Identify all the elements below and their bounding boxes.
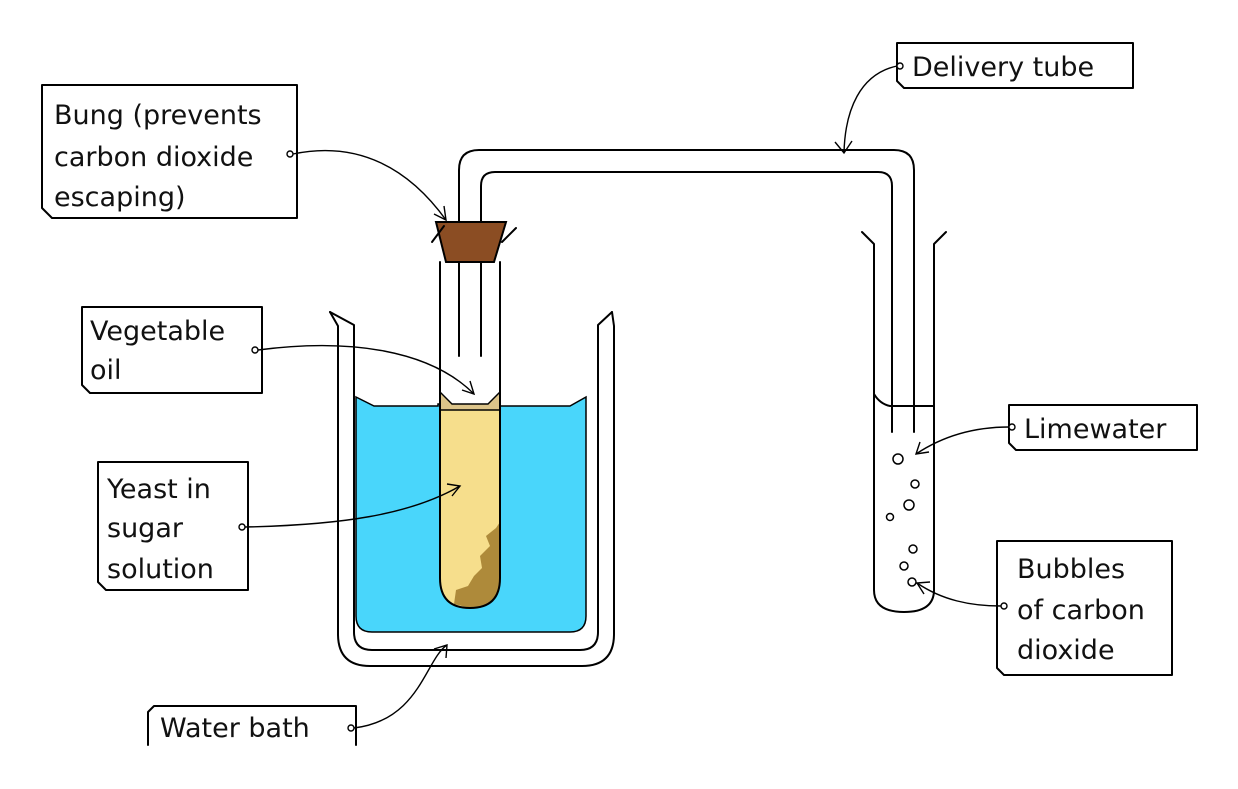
boiling-tube: [439, 261, 501, 609]
label-bung-line2: carbon dioxide: [54, 142, 253, 173]
label-box-oil: Vegetable oil: [81, 306, 263, 394]
label-bubbles-line1: Bubbles: [1017, 554, 1125, 585]
label-yeast-line2: sugar: [107, 513, 184, 544]
carbon-dioxide-bubbles: [885, 453, 920, 587]
arrow-oil: [251, 344, 476, 396]
label-bung-line1: Bung (prevents: [54, 100, 262, 131]
label-bubbles-line3: dioxide: [1017, 635, 1115, 666]
label-box-yeast: Yeast in sugar solution: [97, 461, 249, 591]
arrow-bung: [286, 149, 447, 222]
delivery-tube: [458, 149, 915, 433]
yeast-sediment: [454, 522, 500, 608]
arrow-yeast: [238, 483, 462, 531]
label-bung-line3: escaping): [54, 182, 186, 213]
label-box-water-bath: Water bath: [147, 705, 357, 746]
arrow-delivery-tube: [834, 62, 904, 155]
tube-glass: [440, 262, 500, 407]
water-bath-beaker: [329, 311, 615, 667]
label-box-delivery-tube: Delivery tube: [896, 42, 1134, 89]
label-oil-line1: Vegetable: [90, 316, 225, 347]
label-yeast-line3: solution: [107, 554, 214, 585]
label-delivery-tube: Delivery tube: [912, 52, 1094, 83]
label-box-limewater: Limewater: [1008, 404, 1198, 451]
label-box-bung: Bung (prevents carbon dioxide escaping): [41, 84, 298, 219]
label-oil-line2: oil: [90, 355, 122, 386]
label-water-bath: Water bath: [160, 713, 310, 744]
label-box-bubbles: Bubbles of carbon dioxide: [996, 540, 1173, 676]
limewater-test-tube: [861, 231, 947, 613]
pointer-arrows: [238, 62, 1016, 732]
label-limewater: Limewater: [1024, 414, 1167, 445]
arrow-bubbles: [915, 581, 1008, 610]
arrow-limewater: [914, 423, 1016, 455]
bung: [434, 221, 508, 263]
label-bubbles-line2: of carbon: [1017, 595, 1145, 626]
arrow-water-bath: [347, 644, 448, 732]
label-yeast-line1: Yeast in: [106, 474, 211, 505]
